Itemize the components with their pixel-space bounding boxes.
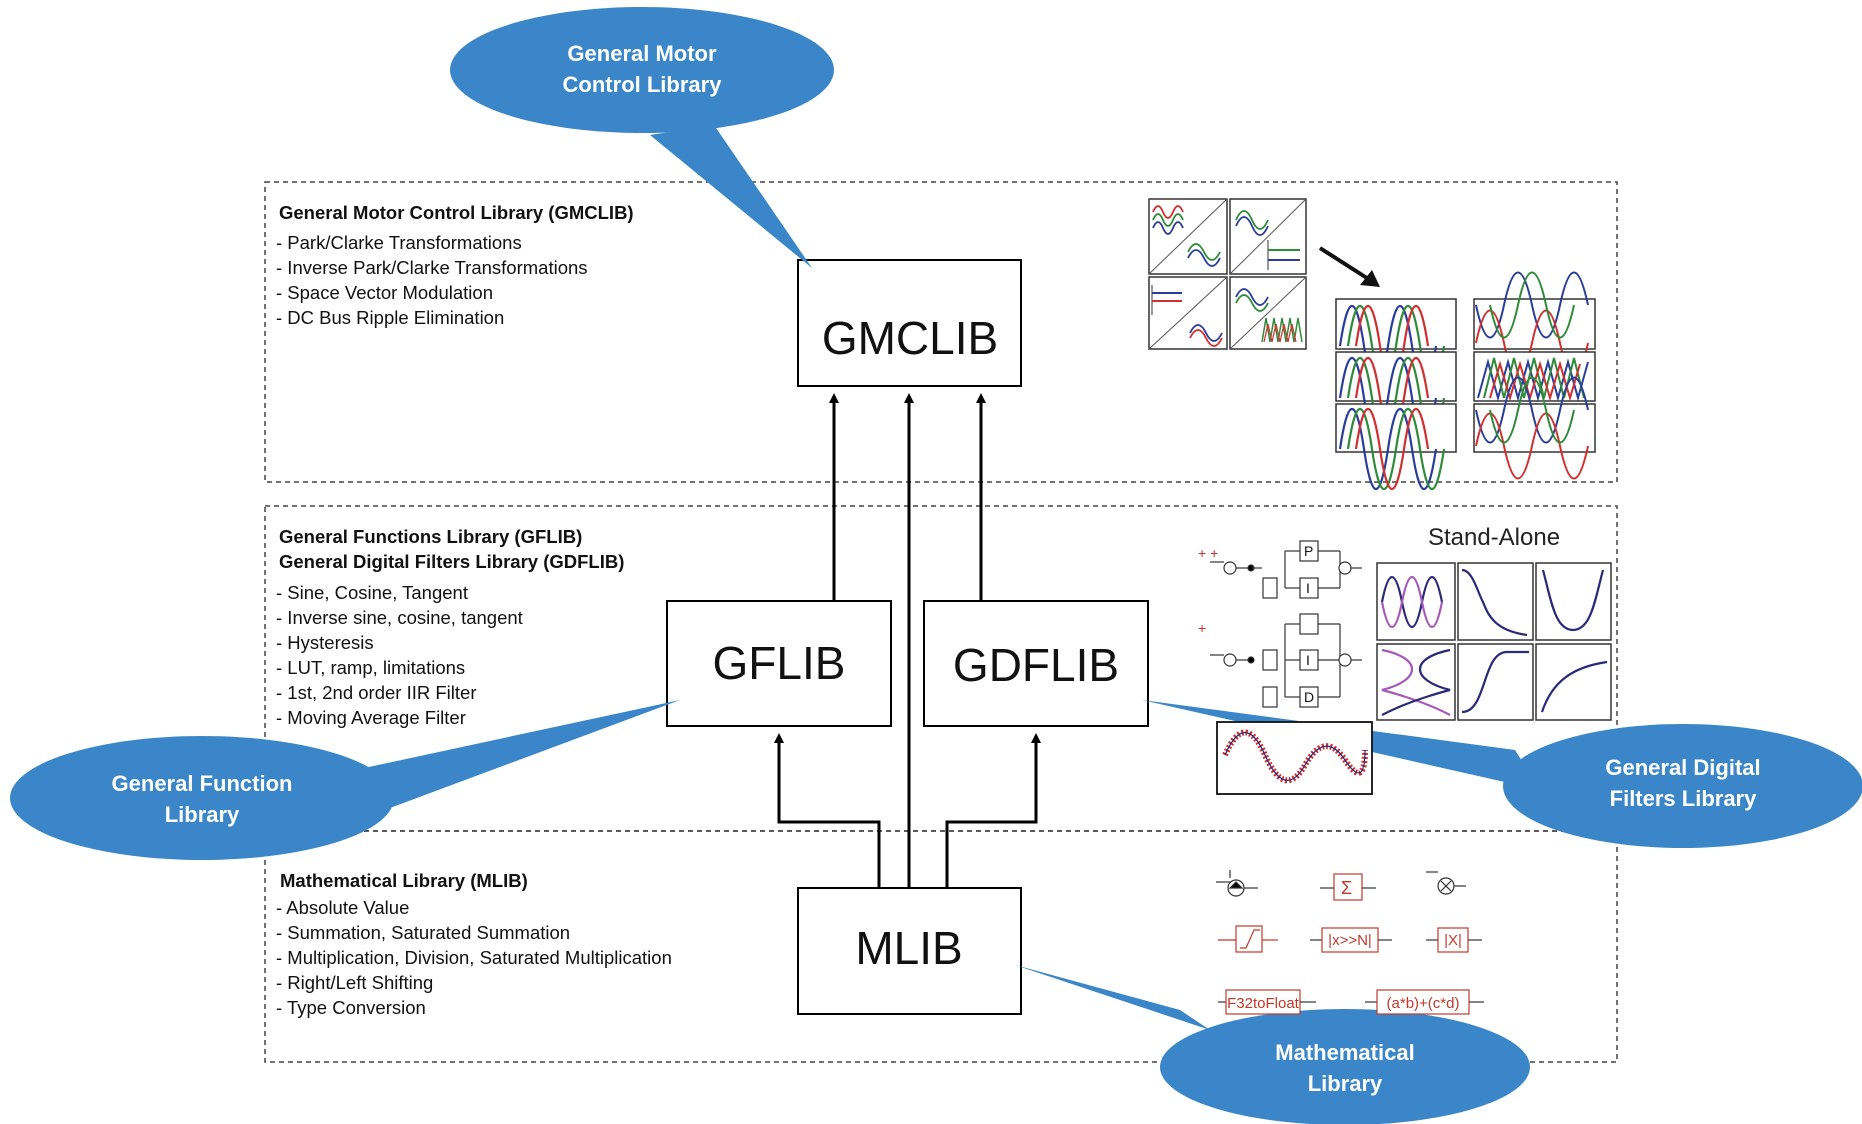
gmclib-box: GMCLIB (797, 259, 1022, 387)
mac-label: (a*b)+(c*d) (1387, 995, 1460, 1012)
mlib-callout-pointer (1015, 965, 1210, 1030)
gdflib-layer-title: General Digital Filters Library (GDFLIB) (279, 551, 624, 572)
transform-tile (1229, 198, 1307, 275)
gdflib-callout: General Digital Filters Library (1503, 724, 1862, 848)
sigma-icon: Σ (1320, 873, 1376, 901)
p-block-label: P (1304, 543, 1313, 559)
gmclib-item: - Inverse Park/Clarke Transformations (276, 257, 588, 278)
gflib-callout-line-2: Library (165, 802, 240, 827)
gflib-item: - LUT, ramp, limitations (276, 657, 465, 678)
svg-text:Σ: Σ (1341, 878, 1352, 898)
gmclib-callout: General Motor Control Library (450, 7, 834, 133)
dependency-arrows (774, 393, 1041, 888)
mlib-box: MLIB (797, 887, 1022, 1015)
abs-block: |X| (1426, 927, 1482, 953)
transform-tile (1148, 198, 1228, 275)
type-conversion-label: F32toFloat (1227, 995, 1300, 1012)
pid-controller-diagram: + I D (1198, 613, 1362, 708)
mlib-item: - Right/Left Shifting (276, 972, 433, 993)
gmclib-box-label: GMCLIB (822, 312, 998, 364)
mlib-item: - Type Conversion (276, 997, 426, 1018)
gmclib-callout-pointer (650, 125, 812, 268)
filter-signal-plot (1216, 721, 1373, 795)
gmclib-item: - DC Bus Ripple Elimination (276, 307, 504, 328)
pid-i-block-label: I (1306, 652, 1310, 668)
waveform-grid (1335, 271, 1596, 490)
gmclib-item: - Space Vector Modulation (276, 282, 493, 303)
transform-tile (1229, 276, 1307, 350)
svg-text:+ +: + + (1198, 545, 1218, 561)
gmclib-layer-title: General Motor Control Library (GMCLIB) (279, 202, 634, 223)
mlib-callout-line-1: Mathematical (1275, 1040, 1414, 1065)
gflib-item: - Inverse sine, cosine, tangent (276, 607, 523, 628)
mlib-item: - Absolute Value (276, 897, 409, 918)
sum-icon (1216, 870, 1258, 897)
controller-illustration: + + P I + (1198, 540, 1373, 795)
gflib-callout-pointer (355, 700, 680, 808)
gflib-box: GFLIB (666, 600, 892, 727)
mlib-layer-title: Mathematical Library (MLIB) (280, 870, 528, 891)
mlib-item: - Summation, Saturated Summation (276, 922, 570, 943)
saturation-icon (1218, 925, 1278, 953)
gdflib-callout-line-1: General Digital (1605, 755, 1760, 780)
gmclib-callout-line-2: Control Library (563, 72, 723, 97)
gmclib-layer-frame (264, 181, 1618, 483)
mlib-function-blocks: Σ |x>>N| |X| (1216, 870, 1484, 1015)
gdflib-box-label: GDFLIB (953, 639, 1119, 691)
abs-label: |X| (1444, 932, 1462, 949)
mac-block: (a*b)+(c*d) (1365, 989, 1484, 1015)
pi-controller-diagram: + + P I (1198, 540, 1362, 599)
gflib-callout-line-1: General Function (112, 771, 293, 796)
mlib-layer-frame (264, 830, 1618, 1063)
abs-shift-label: |x>>N| (1328, 932, 1372, 949)
mlib-callout: Mathematical Library (1160, 1009, 1530, 1124)
svg-text:+: + (1198, 620, 1206, 636)
gflib-item: - Sine, Cosine, Tangent (276, 582, 468, 603)
gmclib-callout-line-1: General Motor (567, 41, 717, 66)
gflib-item: - Moving Average Filter (276, 707, 466, 728)
gdflib-callout-line-2: Filters Library (1610, 786, 1757, 811)
mlib-box-label: MLIB (855, 922, 962, 974)
standalone-function-plots (1376, 562, 1612, 721)
transformation-illustration (1148, 198, 1596, 490)
gflib-item: - Hysteresis (276, 632, 374, 653)
mlib-item: - Multiplication, Division, Saturated Mu… (276, 947, 672, 968)
multiply-icon (1426, 871, 1466, 895)
d-block-label: D (1304, 689, 1314, 705)
abs-shift-block: |x>>N| (1310, 927, 1392, 953)
i-block-label: I (1306, 580, 1310, 596)
gflib-item: - 1st, 2nd order IIR Filter (276, 682, 476, 703)
transform-tile (1148, 276, 1228, 350)
standalone-label: Stand-Alone (1428, 524, 1560, 551)
mlib-callout-line-2: Library (1308, 1071, 1383, 1096)
gdflib-box: GDFLIB (923, 600, 1149, 727)
gflib-layer-title: General Functions Library (GFLIB) (279, 526, 582, 547)
type-conversion-block: F32toFloat (1218, 989, 1316, 1015)
gflib-callout: General Function Library (10, 736, 394, 860)
gmclib-item: - Park/Clarke Transformations (276, 232, 522, 253)
gflib-box-label: GFLIB (713, 637, 846, 689)
